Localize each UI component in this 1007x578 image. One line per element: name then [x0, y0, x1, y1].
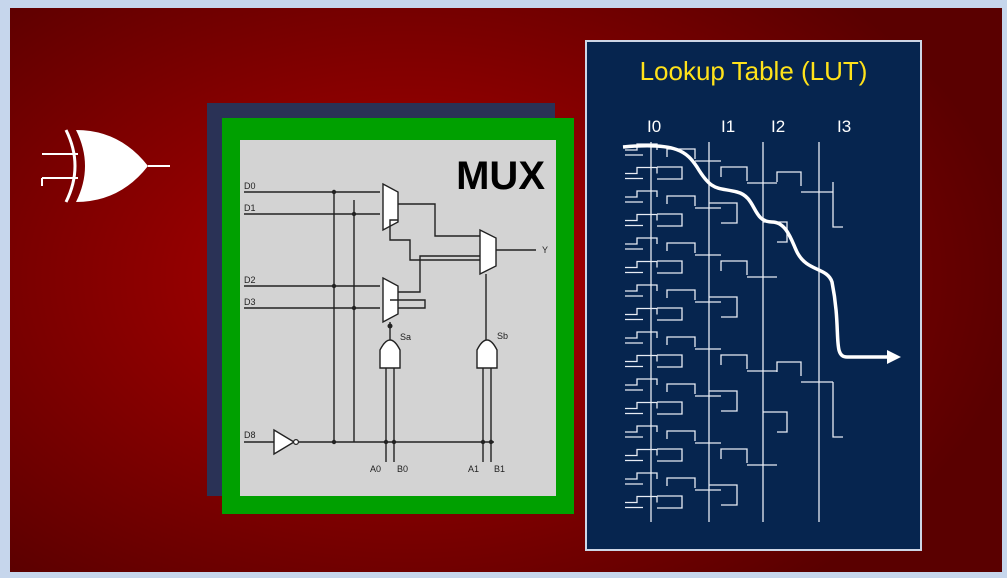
- lut-arrow-icon: [887, 350, 901, 364]
- mux-select-sb: Sb: [497, 331, 508, 341]
- lut-mux-tree: [625, 142, 843, 522]
- lut-panel: Lookup Table (LUT) I0 I1 I2 I3: [585, 40, 922, 551]
- xor-gate-icon: [41, 129, 170, 203]
- mux-select-sa: Sa: [400, 332, 411, 342]
- lut-schematic: I0 I1 I2 I3: [622, 117, 901, 522]
- mux-input-d2: D2: [244, 275, 256, 285]
- mux-schematic: D0 D1 D2 D3 Y Sa Sb D8 A0 B0 A1 B1: [244, 181, 548, 474]
- mux-input-d0: D0: [244, 181, 256, 191]
- lut-input-i3: I3: [837, 117, 851, 136]
- mux-diagram: D0 D1 D2 D3 Y Sa Sb D8 A0 B0 A1 B1 MUX: [240, 140, 556, 496]
- mux-input-d3: D3: [244, 297, 256, 307]
- mux-output-y: Y: [542, 245, 548, 255]
- mux-label-b0: B0: [397, 464, 408, 474]
- lut-title: Lookup Table (LUT): [639, 56, 868, 86]
- lut-signal-path: [622, 143, 887, 359]
- lut-input-i0: I0: [647, 117, 661, 136]
- mux-label-a0: A0: [370, 464, 381, 474]
- mux-title: MUX: [456, 154, 545, 198]
- mux-label-b1: B1: [494, 464, 505, 474]
- lut-input-i2: I2: [771, 117, 785, 136]
- mux-input-d1: D1: [244, 203, 256, 213]
- mux-label-a1: A1: [468, 464, 479, 474]
- lut-input-i1: I1: [721, 117, 735, 136]
- mux-enable-d8: D8: [244, 430, 256, 440]
